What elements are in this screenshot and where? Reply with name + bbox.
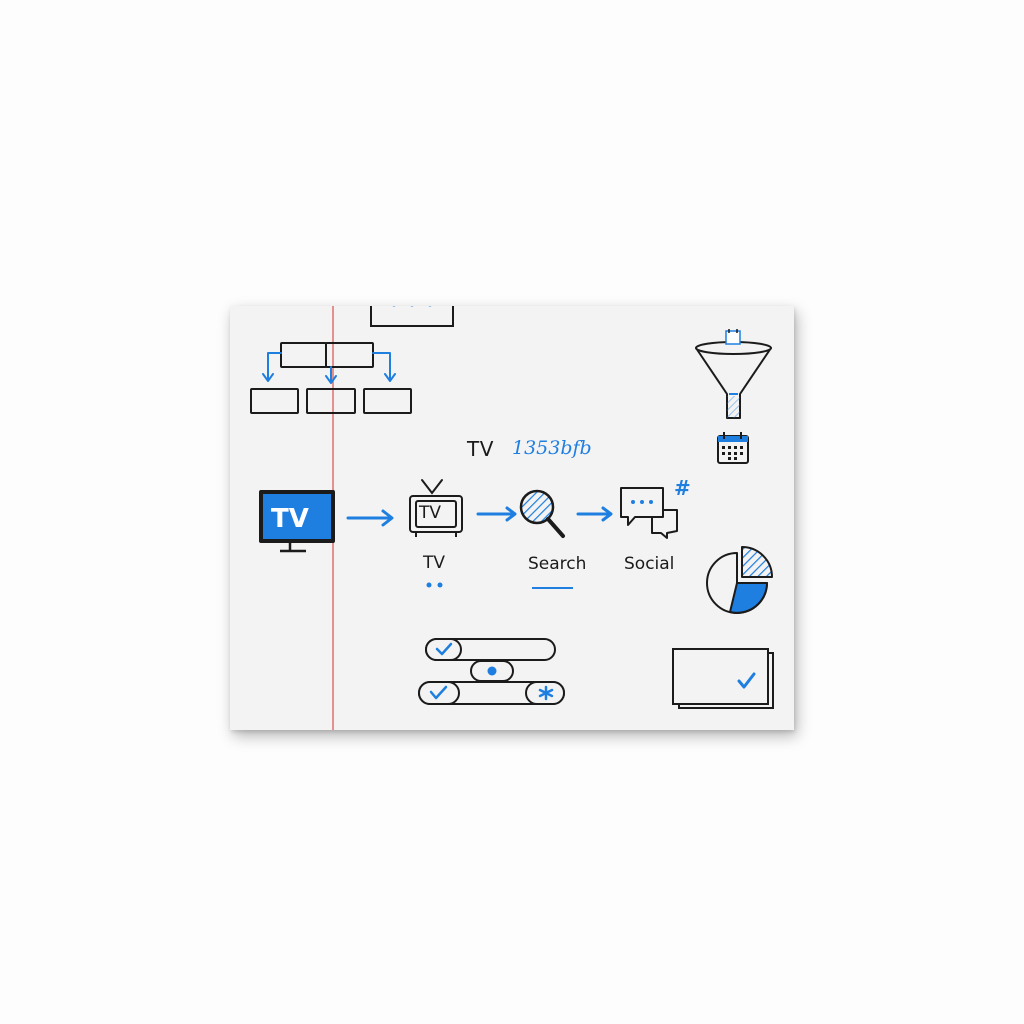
flow-label-search: Search: [528, 554, 587, 574]
magnifier-icon: [519, 489, 565, 538]
pie-chart-icon: [706, 546, 773, 614]
checkbox-card-icon: [672, 648, 774, 709]
retro-tv-screen-text: TV: [419, 503, 442, 523]
flow-arrows: [346, 506, 613, 527]
sketch-canvas: [250, 306, 774, 730]
calendar-icon: [717, 432, 749, 464]
hierarchy-arrows: [262, 352, 396, 384]
monitor-icon: [259, 490, 335, 553]
header-label: TV: [467, 437, 494, 461]
funnel-icon: [695, 341, 772, 419]
whiteboard-card: TV TV TV 1353bfb TV Search Social #: [230, 306, 794, 730]
tv-dots: [426, 582, 443, 588]
flow-label-tv: TV: [423, 553, 446, 573]
hashtag-mark: #: [674, 476, 691, 500]
chat-bubbles-icon: [620, 487, 678, 539]
funnel-calendar-icon: [725, 329, 741, 345]
chat-note-icon: [370, 306, 454, 327]
flow-label-social: Social: [624, 554, 675, 574]
hierarchy-diagram: [250, 342, 412, 414]
monitor-screen-text: TV: [271, 504, 309, 534]
header-code: 1353bfb: [512, 437, 592, 459]
retro-tv-icon: [409, 479, 463, 537]
